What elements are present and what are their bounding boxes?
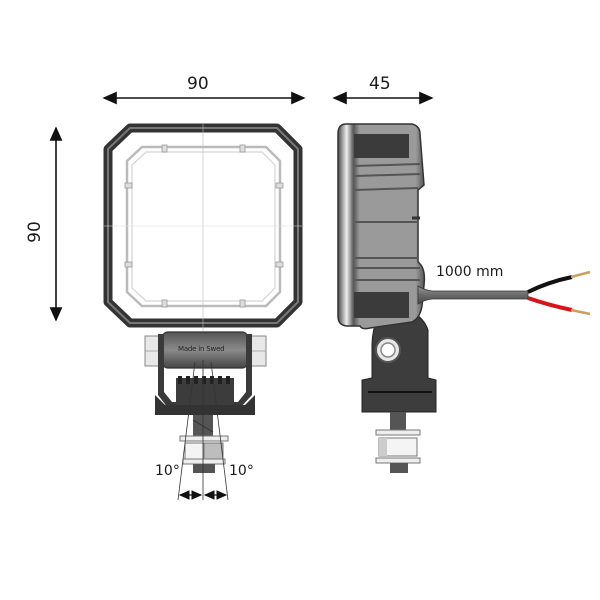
power-cable xyxy=(417,270,591,316)
front-width-label: 90 xyxy=(187,74,209,94)
side-view xyxy=(337,123,591,473)
cable-length-label: 1000 mm xyxy=(436,264,504,280)
side-mounting-bolt xyxy=(375,412,421,473)
tilt-right-label: 10° xyxy=(229,463,254,479)
bracket-marking-text: Made in Swed xyxy=(178,345,225,353)
front-view xyxy=(103,123,303,501)
side-depth-label: 45 xyxy=(369,74,391,94)
tilt-angle-indicator xyxy=(177,360,229,501)
tilt-left-label: 10° xyxy=(155,463,180,479)
mounting-bracket xyxy=(144,331,267,415)
front-height-label: 90 xyxy=(24,221,45,243)
